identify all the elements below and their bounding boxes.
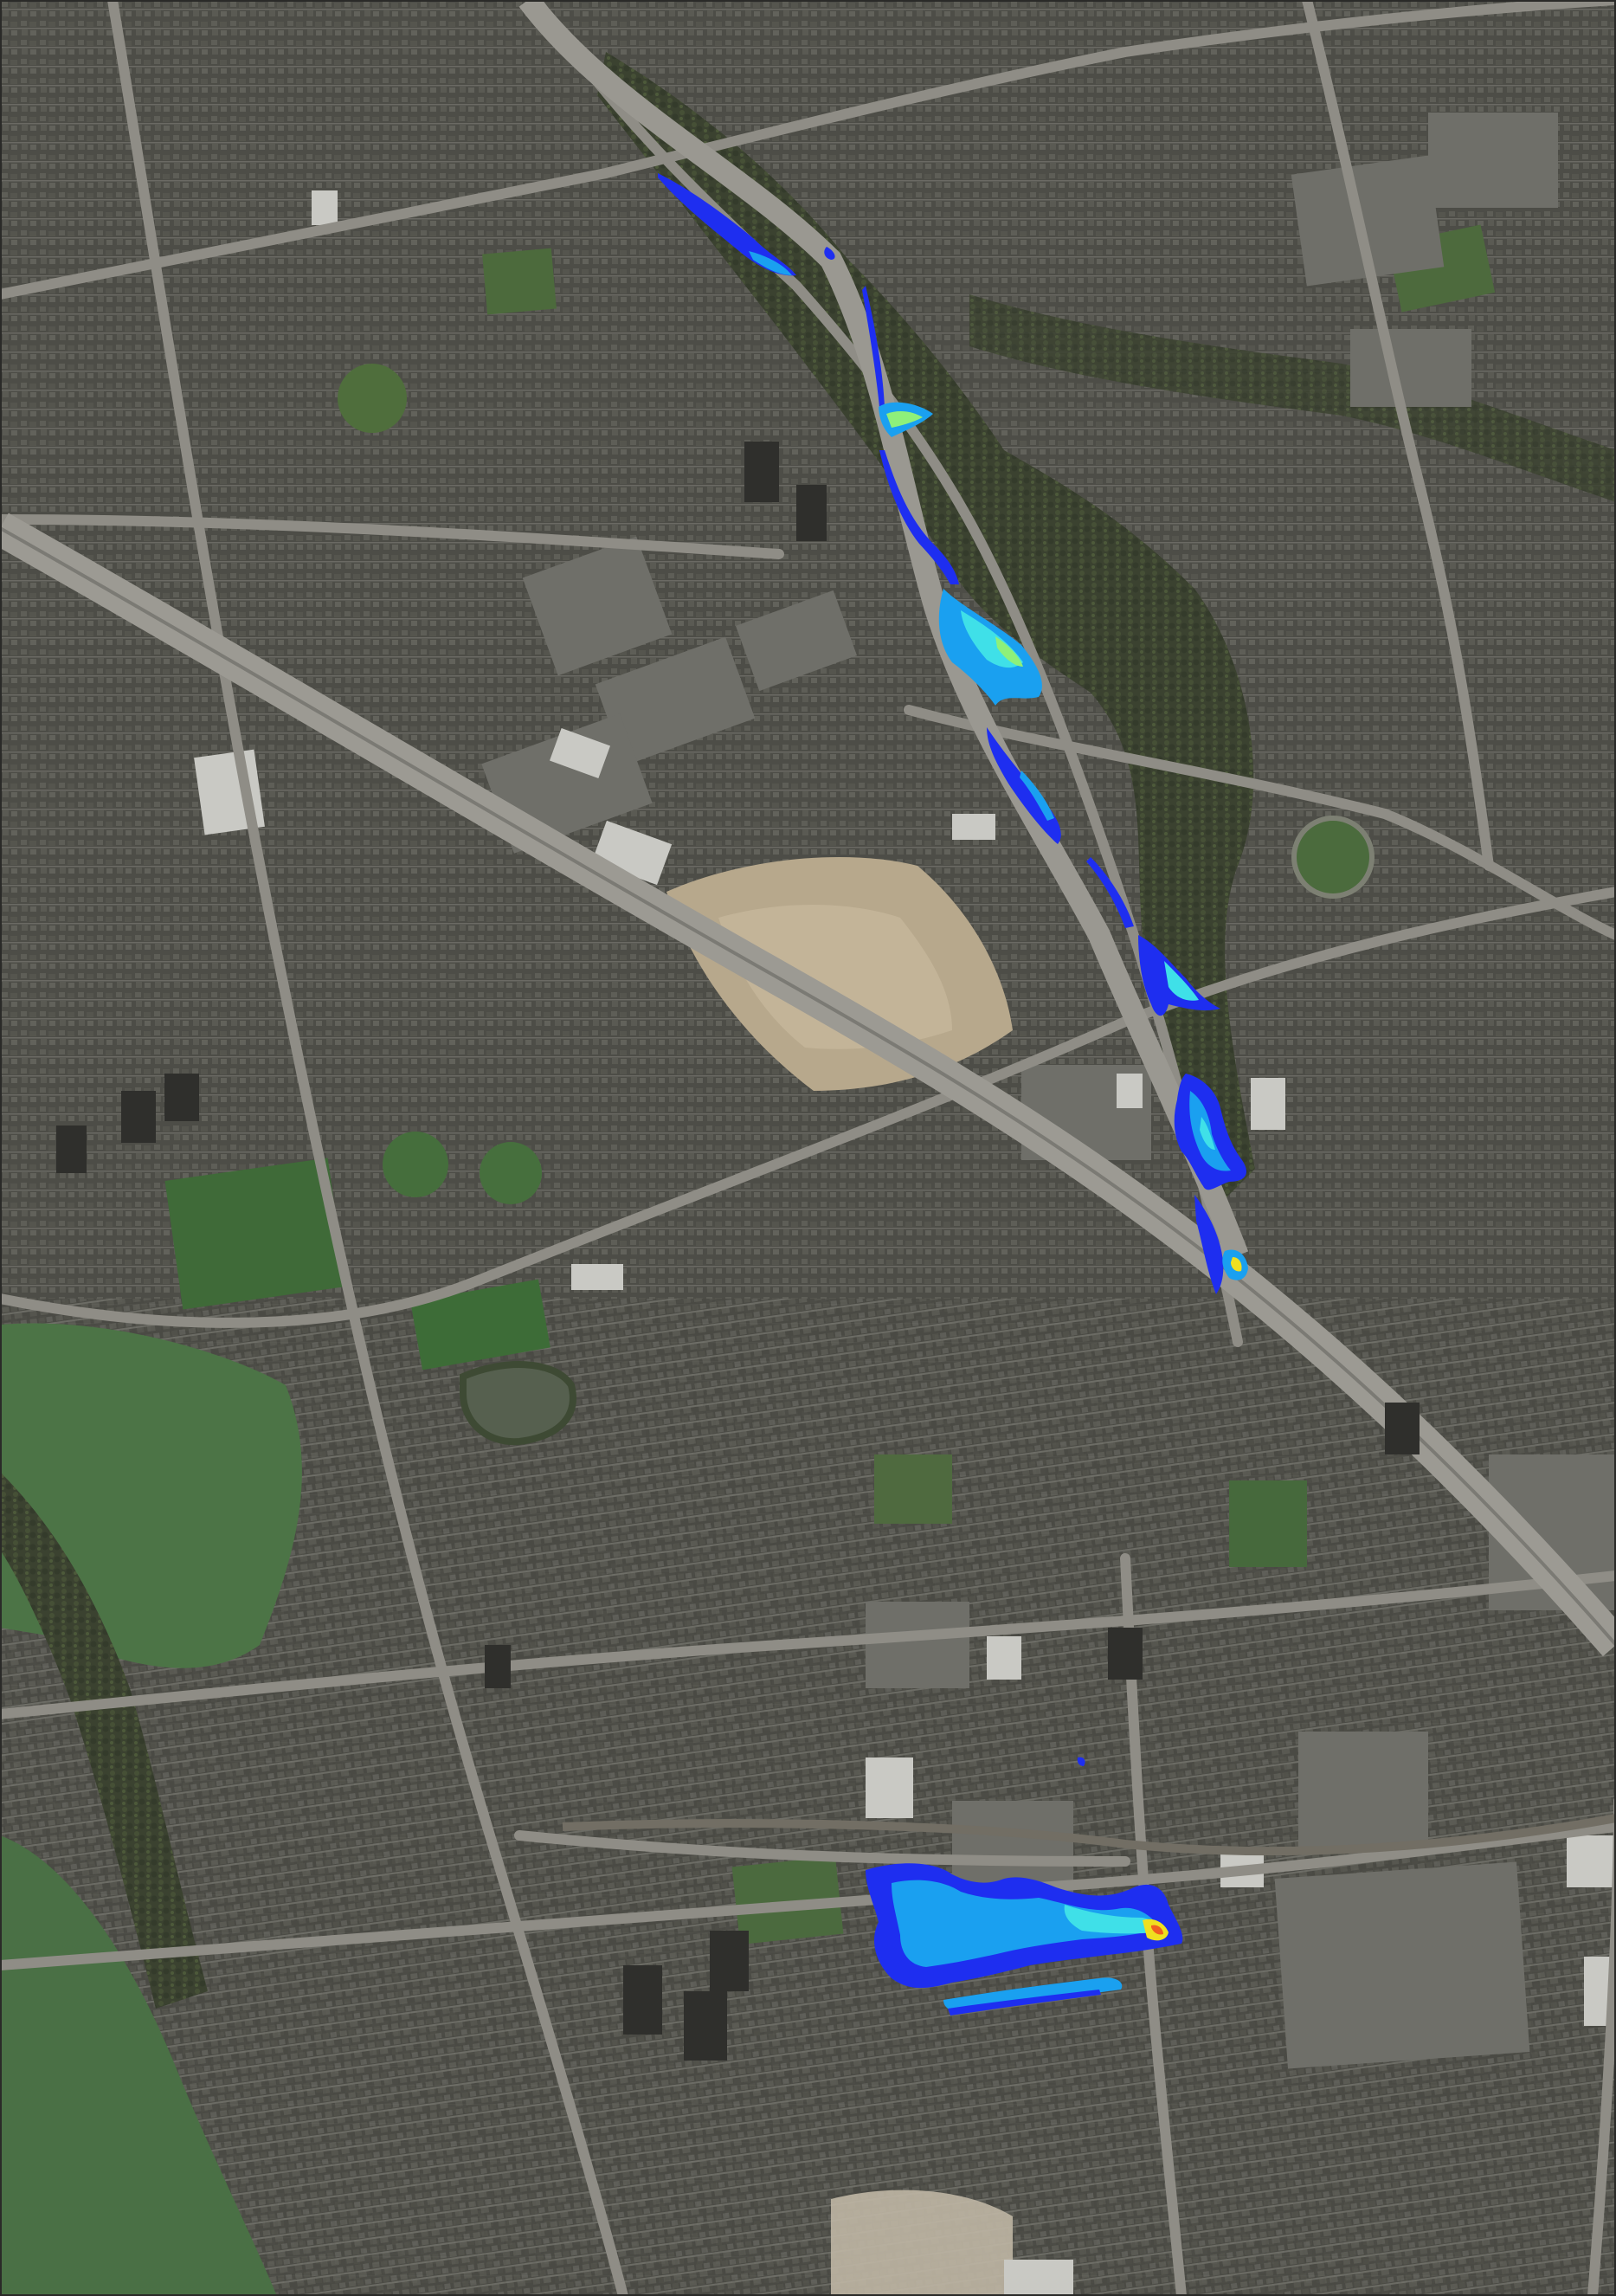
flood-south-basin-mid [892,1880,1160,1967]
ravine-west [0,1472,208,2009]
excavation-south [831,2190,1013,2296]
flood-overlay [658,173,1248,2015]
flood-south-arm-edge [948,1990,1101,2015]
field-south-2 [731,1855,844,1945]
flood-pool-4-mid [1189,1091,1231,1171]
flood-channel-3b [1020,771,1054,821]
apartment-towers [56,442,1420,2061]
field-circle-2 [480,1142,542,1204]
flood-north-1 [658,173,796,276]
flood-pool-2-deep [995,636,1023,667]
industrial-blocks [481,113,1616,2069]
field-circle-north [338,364,407,433]
flood-south-spot [1077,1757,1085,1766]
flood-north-2 [749,251,792,275]
golf-course-southwest [0,1835,277,2296]
flood-pool-5-core [1231,1257,1242,1272]
field-southeast [1229,1480,1307,1567]
field-north-1 [482,248,557,315]
flood-pool-3-core [1164,961,1199,1001]
running-track [1291,816,1375,899]
flood-pool-3 [1138,935,1220,1016]
flood-channel-3 [987,727,1061,844]
flood-pool-1-core [886,411,923,428]
flood-channel-4 [1086,857,1134,928]
flood-south-basin-core [1064,1905,1160,1934]
highway-401 [0,513,1616,1657]
flood-pool-4-core [1200,1117,1215,1150]
flood-south-outlet-peak [1151,1925,1163,1935]
soccer-fields-centre [410,1279,550,1371]
flood-channel-2 [879,450,959,584]
pond [460,1361,576,1446]
soccer-fields-west [164,1158,346,1310]
field-circle-1 [383,1132,448,1197]
flood-channel-1 [862,286,885,407]
construction-detail [718,905,952,1049]
flood-north-3 [824,247,835,260]
highway-ramp-dvp [518,0,1249,1260]
flood-south-arm [943,1977,1123,2012]
ravine-east-north [969,294,1616,502]
railway [562,1814,1616,1856]
flood-channel-5 [1194,1195,1224,1294]
field-south-1 [874,1454,952,1524]
